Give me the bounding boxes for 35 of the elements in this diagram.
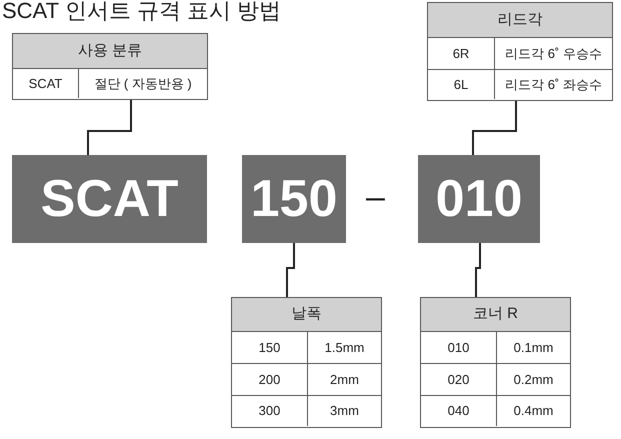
code-box: SCAT (12, 155, 207, 243)
spec-table (427, 2, 613, 101)
table-header: 리드각 (428, 3, 612, 38)
table-cell: 040 (421, 396, 497, 426)
table-cell-text: 2mm (329, 370, 360, 389)
table-cell: 020 (421, 364, 497, 395)
table-cell: 300 (232, 396, 308, 426)
connector-line (286, 243, 295, 297)
table-cell: 010 (421, 332, 497, 363)
spec-table (420, 297, 571, 428)
spec-table (231, 297, 382, 428)
table-cell-text: 0.1mm (512, 338, 554, 357)
table-cell: 200 (232, 364, 308, 395)
table-cell-text: 0.4mm (512, 402, 554, 420)
connector-line (87, 100, 132, 155)
table-cell: 6L (428, 70, 495, 99)
table-cell-text: 1.5mm (324, 338, 366, 357)
table-cell-text: 리드각 6˚ 우승수 (504, 44, 603, 63)
table-header: 날폭 (232, 298, 381, 332)
table-header: 코너 R (421, 298, 570, 332)
connector-line (475, 243, 481, 297)
title: SCAT 인서트 규격 표시 방법 (2, 0, 282, 22)
table-cell-text: 3mm (329, 402, 360, 420)
table-cell: SCAT (13, 69, 79, 98)
spec-table (12, 33, 208, 100)
table-cell-text: 리드각 6˚ 좌승수 (504, 76, 603, 94)
code-box: 010 (418, 155, 540, 243)
table-cell-text: 0.2mm (512, 370, 554, 389)
table-cell: 6R (428, 38, 495, 69)
connector-line (472, 101, 517, 155)
table-header: 사용 분류 (13, 34, 207, 69)
table-cell: 150 (232, 332, 308, 363)
code-box: 150 (242, 155, 346, 243)
table-cell-text: 절단 ( 자동반용 ) (93, 74, 193, 93)
separator-dash: – (366, 180, 385, 214)
